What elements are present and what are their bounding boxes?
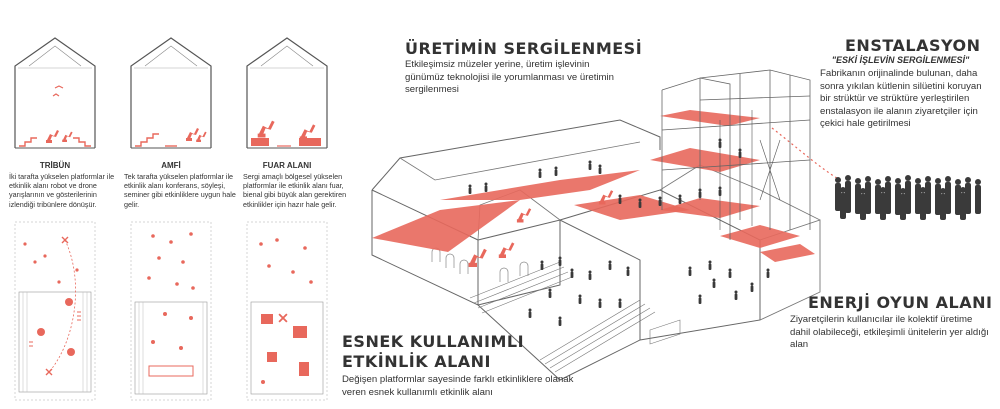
plan-amfi (130, 221, 212, 401)
enstalasyon-text: Fabrikanın orijinalinde bulunan, daha so… (820, 68, 982, 129)
connector-line (771, 127, 841, 181)
panel-text-amfi: Tek tarafta yükselen platformlar ile etk… (124, 172, 236, 209)
esnek-title-line2: ETKİNLİK ALANI (342, 352, 492, 371)
enstalasyon-subtitle: "ESKİ İŞLEVİN SERGİLENMESİ" (831, 55, 970, 65)
section-tribun (14, 37, 96, 149)
panel-title-fuar: FUAR ALANI (262, 161, 312, 170)
enerji-title: ENERJİ OYUN ALANI (808, 293, 993, 312)
panel-text-fuar: Sergi amaçlı bölgesel yükselen platforml… (243, 172, 347, 209)
panel-title-tribun: TRİBÜN (39, 161, 71, 170)
uretim-text: Etkileşimsiz müzeler yerine, üretim işle… (405, 59, 615, 95)
crowd (835, 175, 981, 220)
building-axonometric (371, 69, 821, 381)
uretim-title: ÜRETİMİN SERGİLENMESİ (405, 39, 643, 58)
enstalasyon-title: ENSTALASYON (845, 36, 981, 55)
esnek-text: Değişen platformlar sayesinde farklı etk… (342, 374, 574, 398)
section-fuar (246, 37, 328, 149)
esnek-title-line1: ESNEK KULLANIMLI (342, 332, 525, 351)
plan-fuar (246, 221, 328, 401)
panel-text-tribun: İki tarafta yükselen platformlar ile etk… (9, 172, 115, 209)
enerji-text: Ziyaretçilerin kullanıcılar ile kolektif… (790, 314, 989, 350)
plan-tribun (14, 221, 96, 401)
panel-title-amfi: AMFİ (161, 161, 181, 170)
section-amfi (130, 37, 212, 149)
